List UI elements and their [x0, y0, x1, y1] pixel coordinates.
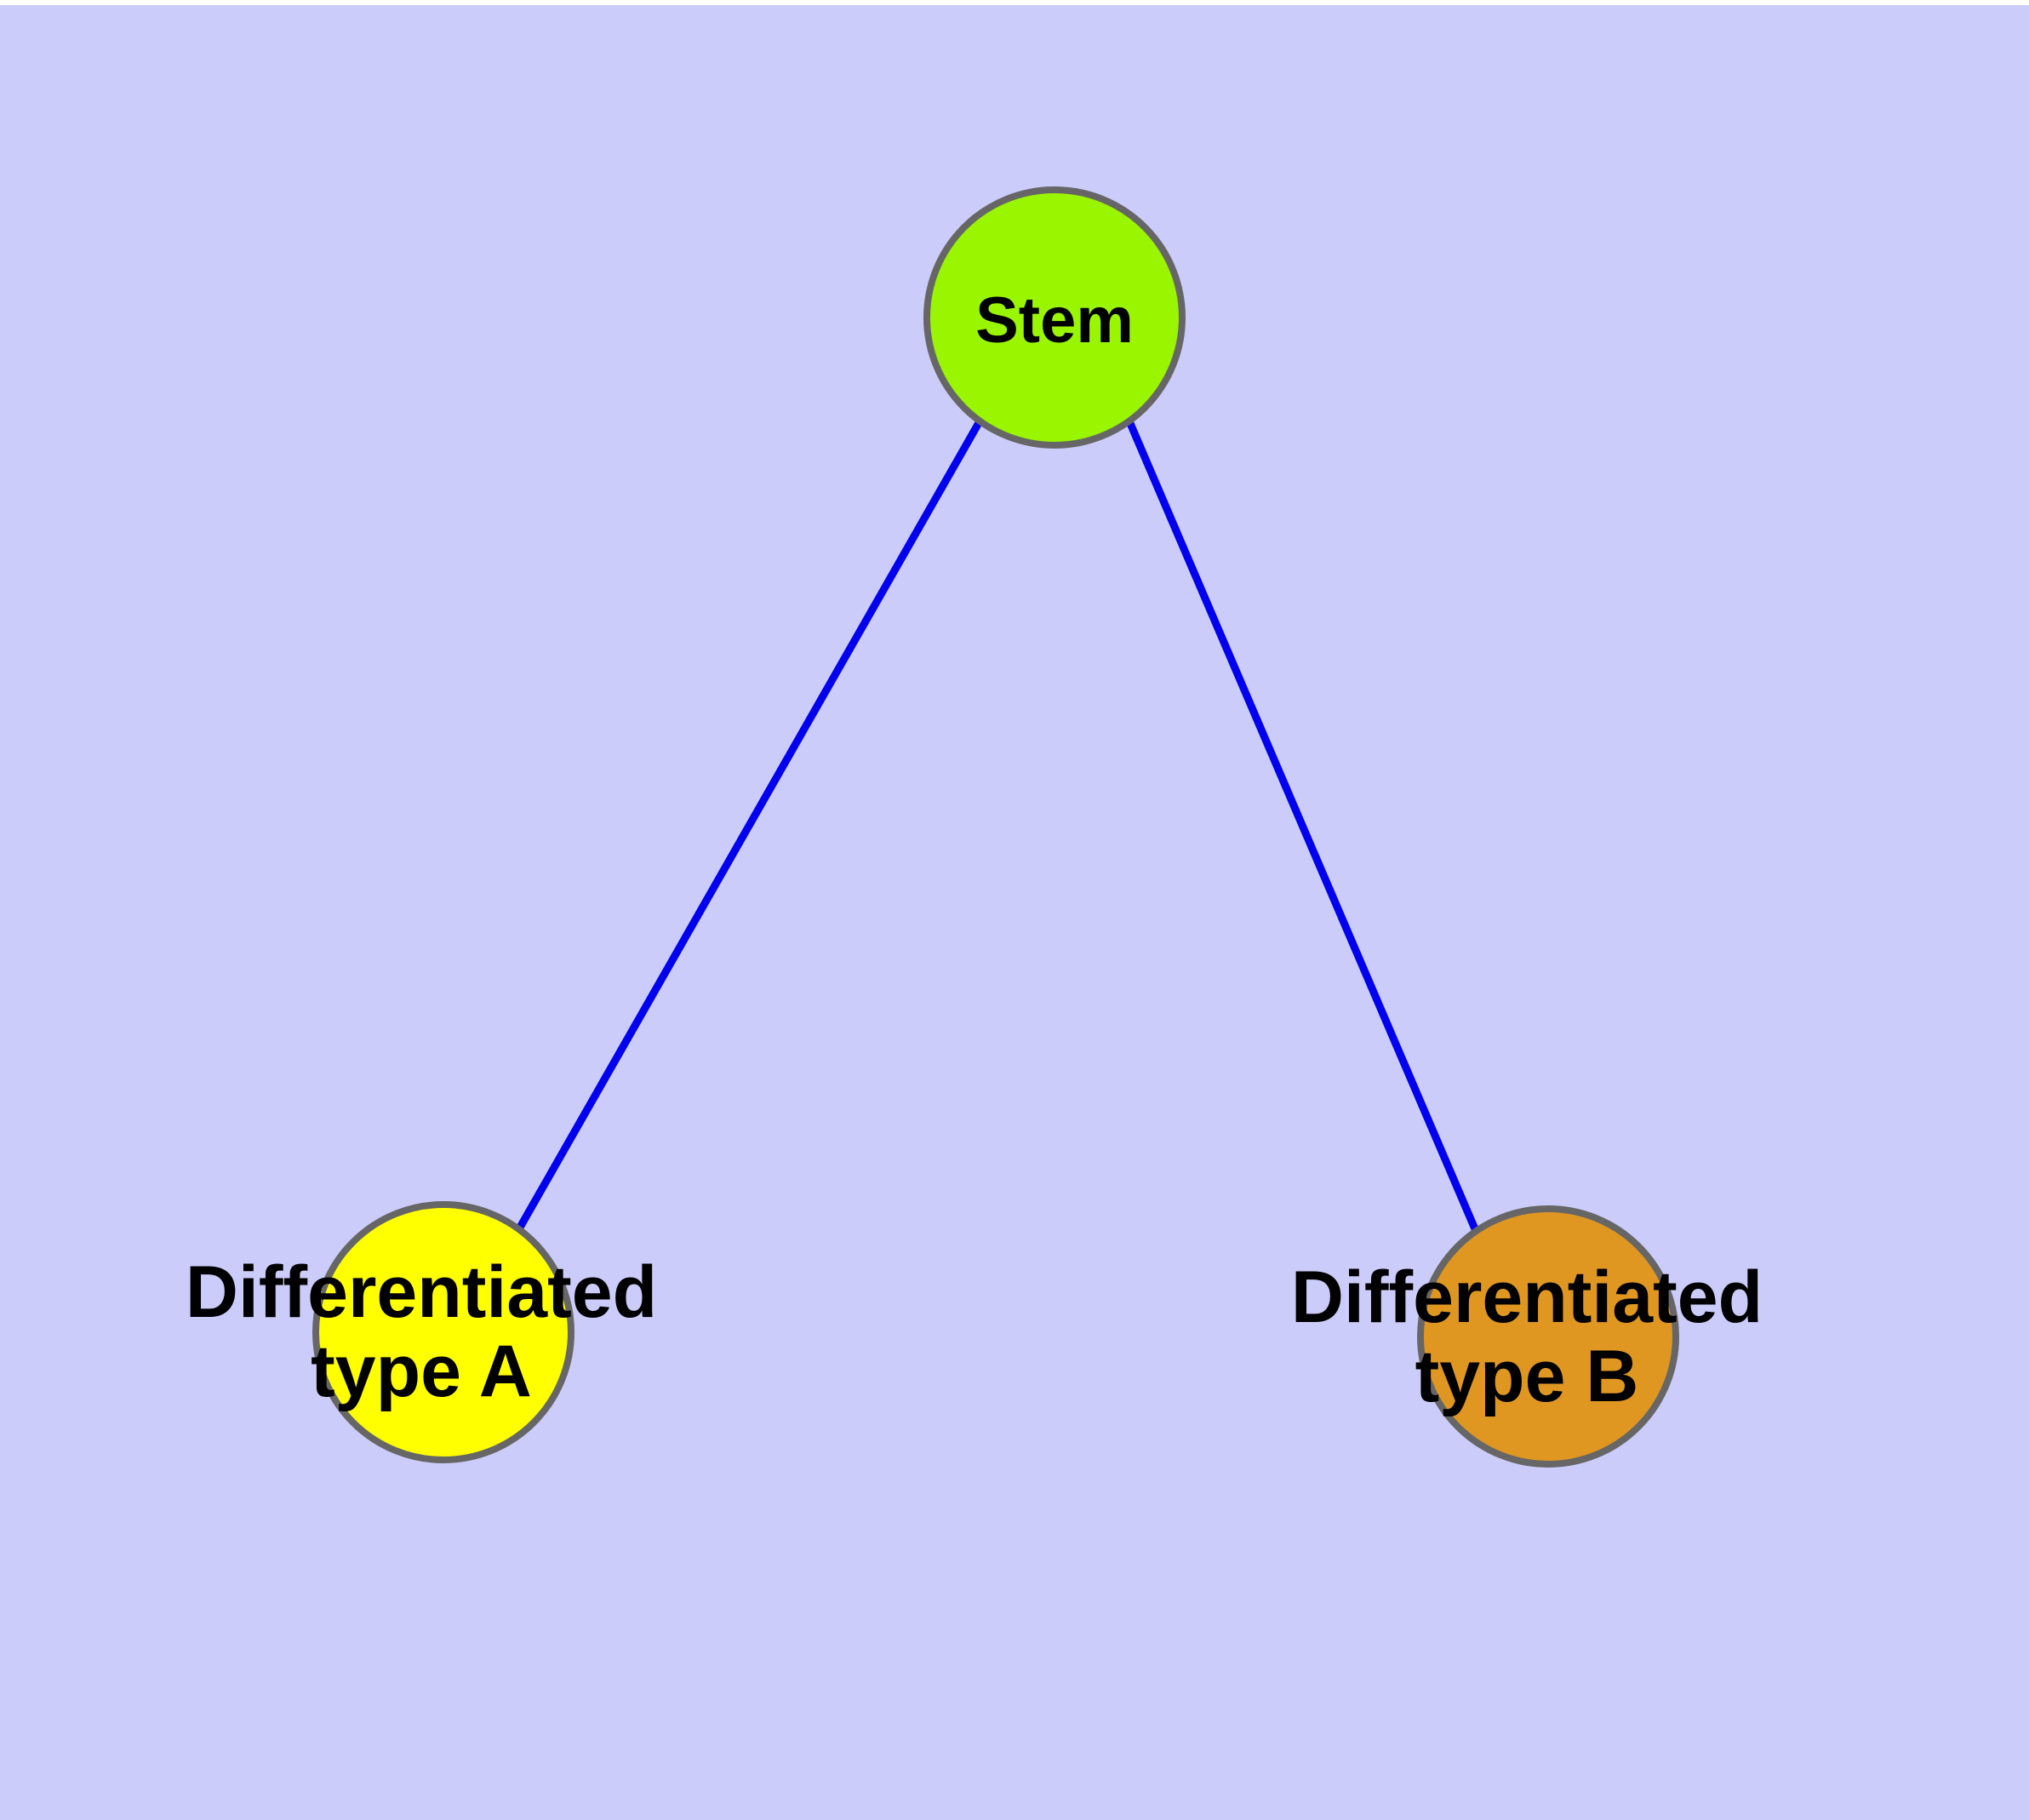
canvas-top-edge [0, 0, 2029, 5]
node-stem[interactable] [923, 186, 1186, 449]
edge-stem-to-diff-a [514, 419, 983, 1234]
node-diff-b[interactable] [1417, 1205, 1679, 1468]
edge-stem-to-diff-b [1125, 420, 1480, 1233]
node-diff-a[interactable] [312, 1201, 574, 1463]
